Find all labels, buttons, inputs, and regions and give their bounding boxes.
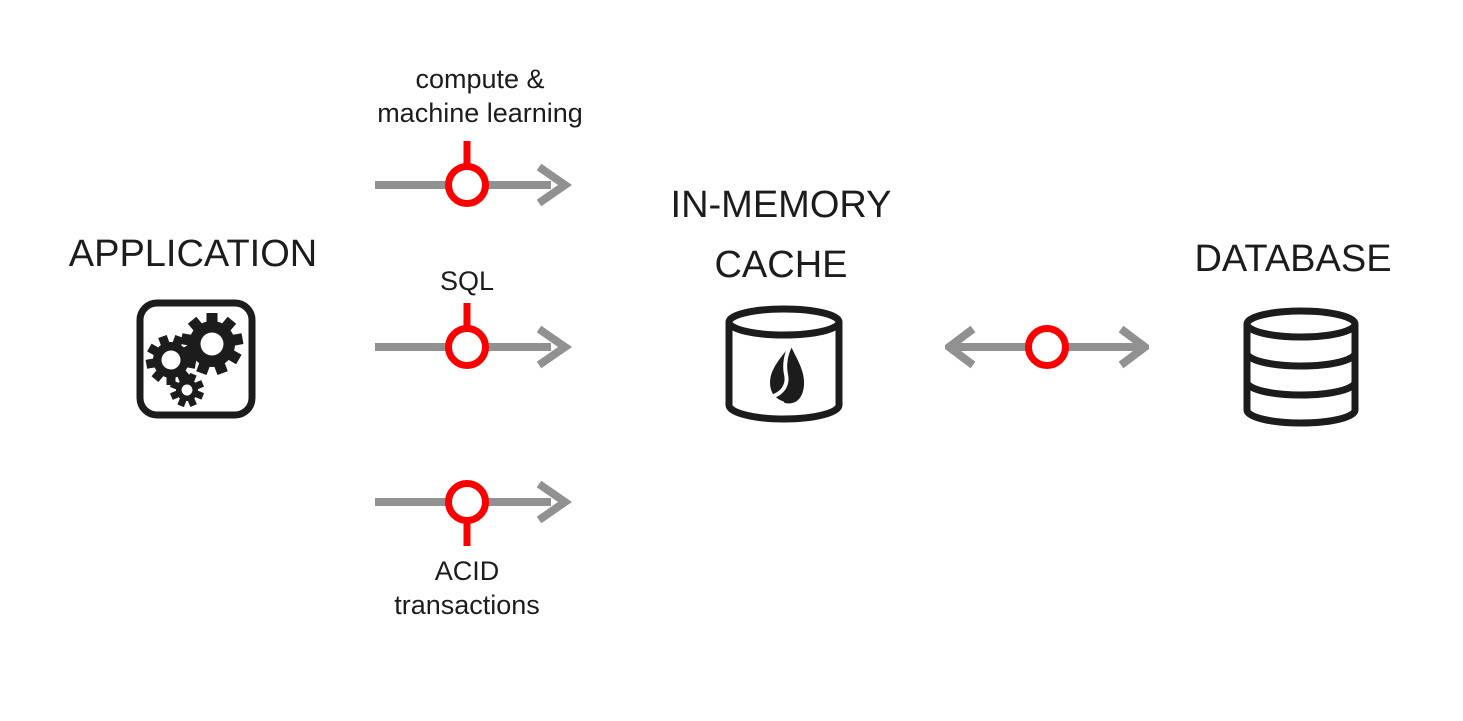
cylinder-top [1243,307,1359,341]
red-circle-connector [445,325,489,369]
acid-label-line1: ACID [434,556,500,586]
cylinder-body [1243,324,1359,427]
compute-ml-label: compute & machine learning [360,62,600,130]
red-circle-connector [445,480,489,524]
cylinder-top [725,305,843,339]
acid-label-line2: transactions [394,590,540,620]
cache-node [723,305,845,427]
arrow-acid [373,477,573,549]
flame-icon [764,343,805,405]
arrow-compute-ml [373,138,573,210]
cache-label-line2: CACHE [714,244,848,286]
compute-ml-label-line1: compute & [415,64,545,94]
sql-label: SQL [439,266,495,296]
arrowhead-right-icon [536,480,573,524]
cylinder-divider [1243,381,1359,399]
cache-label: IN-MEMORY CACHE [631,175,931,295]
cylinder-divider [1243,352,1359,370]
red-circle-connector [445,163,489,207]
database-label: DATABASE [1194,238,1392,280]
cache-label-line1: IN-MEMORY [670,184,892,226]
cylinder-body [725,322,843,423]
gears-icon [136,299,256,419]
application-label: APPLICATION [68,233,318,275]
arrowhead-right-icon [536,163,573,207]
flame-cylinder-icon [725,305,843,423]
arrowhead-right-icon [536,325,573,369]
application-node [135,298,257,420]
acid-label: ACID transactions [357,554,577,622]
compute-ml-label-line2: machine learning [377,98,583,128]
database-cylinder-icon [1243,307,1359,427]
arrowhead-right-icon [1118,325,1149,369]
arrowhead-left-icon [945,325,976,369]
red-circle-connector [1025,325,1069,369]
arrow-sql [373,300,573,372]
arrow-cache-database [945,312,1149,382]
gear-small [169,372,205,408]
database-node [1240,307,1362,429]
